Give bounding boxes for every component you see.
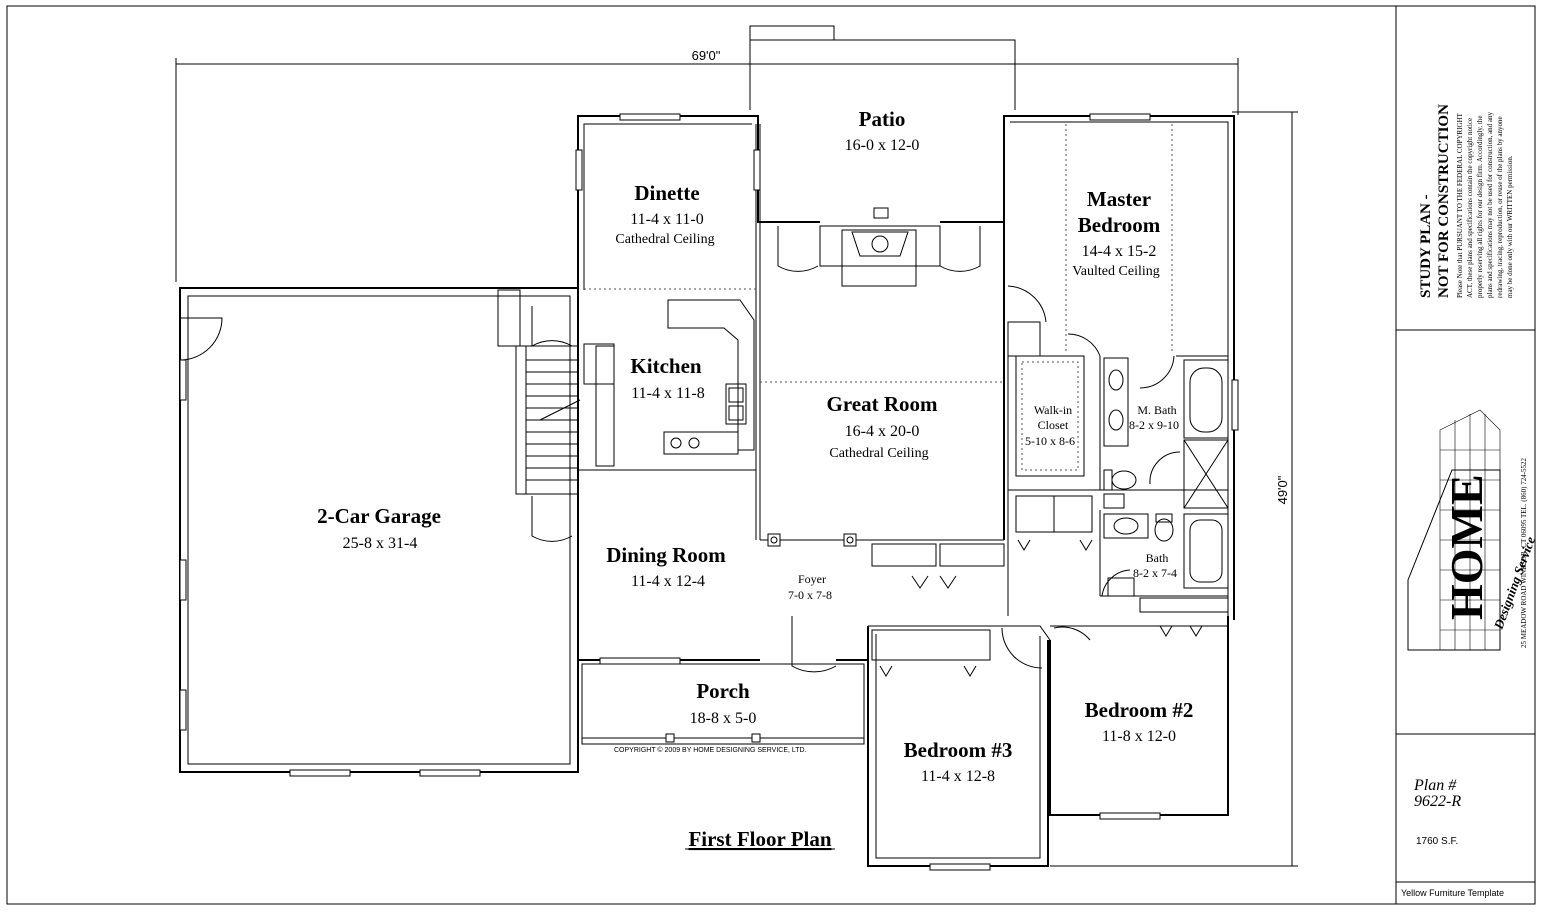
notice-line-6: may be done only with our WRITTEN permis… [1506, 155, 1514, 298]
closet-label-2: Closet [1038, 418, 1069, 432]
stairs [497, 289, 615, 495]
plan-title: First Floor Plan [688, 827, 831, 851]
template-note: Yellow Furniture Template [1401, 888, 1504, 898]
plan-number: 9622-R [1414, 793, 1461, 810]
master-bedroom-note: Vaulted Ceiling [1072, 264, 1160, 279]
dining-room-size: 11-4 x 12-4 [631, 573, 705, 590]
foyer-size: 7-0 x 7-8 [788, 588, 832, 602]
logo-subtext: Designing Service [1490, 534, 1538, 632]
dinette-label: Dinette [634, 181, 699, 205]
logo-text: HOME [1441, 474, 1492, 620]
garage-size: 25-8 x 31-4 [343, 535, 418, 552]
patio-label: Patio [859, 107, 906, 131]
porch-label: Porch [696, 679, 750, 703]
square-feet: 1760 S.F. [1416, 836, 1458, 847]
notice-line-1: Please Note that PURSUANT TO THE FEDERAL… [1456, 112, 1464, 298]
notice-line-4: plans and specifications may not be used… [1486, 111, 1494, 298]
dinette-size: 11-4 x 11-0 [630, 211, 703, 228]
room-labels: Patio 16-0 x 12-0 Dinette 11-4 x 11-0 Ca… [317, 107, 1193, 851]
dinette-note: Cathedral Ceiling [615, 232, 714, 247]
notice-line-5: redrawing, tracing, reproduction, or reu… [1496, 116, 1504, 298]
master-bedroom-label-2: Bedroom [1078, 213, 1161, 237]
kitchen-label: Kitchen [630, 354, 701, 378]
great-room-size: 16-4 x 20-0 [845, 423, 920, 440]
sheet-border [6, 5, 1536, 905]
master-bath-label: M. Bath [1137, 403, 1176, 417]
bath-fixtures [871, 321, 1229, 661]
master-bedroom-size: 14-4 x 15-2 [1082, 243, 1157, 260]
garage-label: 2-Car Garage [317, 504, 441, 528]
foyer-label: Foyer [798, 572, 826, 586]
plan-number-label: Plan # [1413, 777, 1457, 794]
closet-size: 5-10 x 8-6 [1025, 434, 1075, 448]
great-room-note: Cathedral Ceiling [829, 446, 928, 461]
master-bedroom-label-1: Master [1087, 187, 1151, 211]
porch-size: 18-8 x 5-0 [690, 710, 757, 727]
master-bath-size: 8-2 x 9-10 [1129, 418, 1179, 432]
closet-label-1: Walk-in [1034, 403, 1072, 417]
patio-size: 16-0 x 12-0 [845, 137, 920, 154]
kitchen-size: 11-4 x 11-8 [631, 385, 704, 402]
kitchen-cabinets [663, 299, 755, 455]
title-block: STUDY PLAN - NOT FOR CONSTRUCTION Please… [1395, 6, 1538, 904]
doors [179, 226, 1203, 677]
study-plan-line-1: STUDY PLAN - [1418, 194, 1434, 298]
copyright-note: COPYRIGHT © 2009 BY HOME DESIGNING SERVI… [614, 746, 807, 754]
columns [586, 533, 860, 745]
bedroom2-size: 11-8 x 12-0 [1102, 728, 1176, 745]
company-logo: HOME Designing Service [1407, 409, 1538, 651]
dimension-lines: 69'0" 49'0" [175, 48, 1298, 867]
fireplace [819, 207, 941, 287]
dining-room-label: Dining Room [606, 543, 726, 567]
bath-label: Bath [1146, 551, 1169, 565]
notice-line-2: ACT, these plans and specifications cont… [1466, 118, 1474, 298]
bath-size: 8-2 x 7-4 [1133, 566, 1177, 580]
bedroom3-label: Bedroom #3 [904, 738, 1013, 762]
great-room-label: Great Room [827, 392, 939, 416]
bedroom2-label: Bedroom #2 [1085, 698, 1194, 722]
bedroom3-size: 11-4 x 12-8 [921, 768, 995, 785]
study-plan-line-2: NOT FOR CONSTRUCTION [1436, 104, 1452, 298]
company-address: 25 MEADOW ROAD WINDSOR, CT 06095 TEL. (8… [1520, 457, 1528, 648]
windows [179, 113, 1239, 871]
walls [179, 25, 1235, 867]
overall-width-label: 69'0" [692, 48, 721, 63]
notice-line-3: properly reserving all rights for our de… [1476, 116, 1484, 298]
overall-depth-label: 49'0" [1275, 475, 1290, 504]
